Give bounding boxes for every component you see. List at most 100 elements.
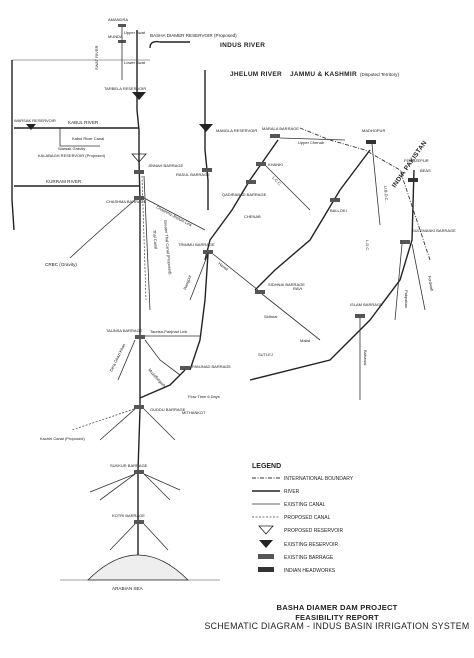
- thal-label: Thal Canal: [152, 230, 159, 250]
- munda-label: MUNDA: [108, 34, 123, 39]
- chashma-jhelum-label: Chashma-Jhelum Link: [156, 204, 193, 227]
- mangla-label: MANGLA RESERVOIR: [216, 128, 257, 133]
- report-title: FEASIBILITY REPORT: [295, 612, 379, 622]
- upper-swat-label: Upper Swat: [124, 30, 146, 35]
- swat-river-label: SWAT RIVER: [94, 46, 99, 70]
- title-block: BASHA DIAMER DAM PROJECT FEASIBILITY REP…: [200, 603, 474, 632]
- lcc-label: L.C.C.: [271, 175, 283, 187]
- mangla-reservoir-icon: [199, 124, 213, 132]
- islam-label: ISLAM BARRAGE: [350, 302, 383, 307]
- mithankot-label: MITHANKOT: [182, 410, 206, 415]
- legend-title: LEGEND: [252, 463, 281, 470]
- legend-label: EXISTING BARRAGE: [284, 555, 334, 561]
- balloki-barrage: [330, 198, 340, 202]
- marala-label: MARALA BARRAGE: [262, 126, 299, 131]
- sulemanki-barrage: [400, 240, 410, 244]
- mailsi-label: Mailsi: [300, 338, 310, 343]
- qadirabad-label: QADIRABAD BARRAGE: [222, 192, 267, 197]
- jinnah-label: JINNAH BARRAGE: [148, 163, 183, 168]
- guddu-barrage: [134, 405, 144, 409]
- indus-river: [11, 30, 190, 560]
- amandra-label: AMANDRA: [108, 17, 128, 22]
- legend-item-proposed-reservoir: PROPOSED RESERVOIR: [258, 525, 343, 535]
- barrage-icon: [258, 554, 274, 559]
- ferozepur-headworks: [408, 178, 418, 182]
- jammu-kashmir-label: JAMMU & KASHMIR: [290, 71, 357, 78]
- legend-item-canal: EXISTING CANAL: [252, 502, 326, 508]
- arabian-sea-shape: [87, 554, 189, 581]
- trimmu-barrage: [203, 250, 213, 254]
- greater-thal-label: Greater Thal Canal (Proposed): [163, 220, 173, 276]
- upper-chenab-label: Upper Chenab: [298, 140, 325, 145]
- legend-item-headworks: INDIAN HEADWORKS: [258, 567, 336, 574]
- kachhi-label: Kachhi Canal (Proposed): [40, 436, 85, 441]
- khanki-label: KHANKI: [268, 162, 283, 167]
- rangpur-label: Rangpur: [182, 274, 192, 291]
- kalabagh-reservoir-icon: [131, 153, 147, 163]
- balloki-label: BALLOKI: [330, 208, 347, 213]
- legend-item-existing-reservoir: EXISTING RESERVOIR: [259, 540, 338, 548]
- chenab-label: CHENAB: [244, 214, 261, 219]
- taunsa-barrage: [135, 335, 145, 339]
- islam-barrage: [355, 314, 365, 318]
- ldc-label: L.D.C.: [365, 240, 370, 251]
- trimmu-label: TRIMMU BARRAGE: [178, 242, 215, 247]
- amandra-barrage: [118, 24, 126, 27]
- madhopur-label: MADHOPUR: [362, 128, 385, 133]
- dera-ghazi-label: Dera Ghazi Khan: [108, 343, 126, 373]
- warsak-reservoir-icon: [26, 124, 36, 130]
- disputed-label: (Disputed Territory): [360, 72, 399, 77]
- rasul-barrage: [202, 168, 212, 172]
- legend-item-river: RIVER: [252, 489, 300, 495]
- legend-label: EXISTING RESERVOIR: [284, 542, 338, 548]
- crbc-label: CRBC (Gravity): [45, 262, 77, 267]
- tarbela-label: TARBELA RESERVOIR: [104, 86, 146, 91]
- chashma-barrage: [134, 196, 144, 200]
- legend-item-proposed-canal: PROPOSED CANAL: [252, 515, 331, 521]
- ferozepur-label: FEROZEPUR: [404, 158, 429, 163]
- taunsa-label: TAUNSA BARRAGE: [106, 328, 143, 333]
- bahawal-label: Bahawal: [363, 350, 368, 365]
- legend-label: PROPOSED RESERVOIR: [284, 528, 343, 534]
- legend-label: PROPOSED CANAL: [284, 515, 331, 521]
- legend-label: INDIAN HEADWORKS: [284, 568, 336, 574]
- jinnah-barrage: [134, 170, 144, 174]
- legend-item-border: INTERNATIONAL BOUNDARY: [252, 476, 354, 482]
- qadirabad-barrage: [246, 180, 256, 184]
- legend-item-barrage: EXISTING BARRAGE: [258, 554, 334, 561]
- warsak-gravity-label: Warsak Gravity: [58, 146, 85, 151]
- sidhnai-label: SIDHNAI BARRAGE: [268, 282, 305, 287]
- warsak-label: WARSAK RESERVOIR: [14, 118, 56, 123]
- fordwah-label: Fordwah: [427, 275, 435, 291]
- basha-label: BASHA DIAMER RESERVOIR (Proposed): [150, 33, 237, 38]
- muzaffargarh-label: Muzaffargarh: [147, 367, 166, 388]
- existing-reservoir-icon: [259, 540, 273, 548]
- sulemanki-label: SULEMANKI BARRAGE: [412, 228, 456, 233]
- diagram-title: SCHEMATIC DIAGRAM - INDUS BASIN IRRIGATI…: [204, 621, 470, 632]
- international-boundary: [299, 127, 431, 261]
- sukkur-barrage: [134, 470, 144, 474]
- legend: LEGEND INTERNATIONAL BOUNDARY RIVER EXIS…: [250, 460, 410, 580]
- ubdc-label: U.B.D.C.: [383, 186, 389, 202]
- flow-time-label: Flow Time 6 Days: [188, 394, 220, 399]
- madhopur-headworks: [366, 140, 376, 144]
- sutlej-label: SUTLEJ: [258, 352, 273, 357]
- guddu-label: GUDDU BARRAGE: [150, 407, 186, 412]
- khanki-barrage: [256, 162, 266, 166]
- haveli-label: Haveli: [217, 261, 229, 272]
- beas-label: BEAS: [420, 168, 431, 173]
- sukkur-label: SUKKUR BARRAGE: [110, 463, 148, 468]
- jhelum-river-label: JHELUM RIVER: [230, 71, 282, 78]
- chashma-label: CHASHMA BARRAGE: [106, 199, 147, 204]
- arabian-sea-label: ARABIAN SEA: [112, 586, 144, 591]
- tarbela-reservoir-icon: [132, 92, 146, 100]
- ravi-label: RAVI: [293, 286, 302, 291]
- kotri-barrage: [134, 520, 144, 524]
- lower-swat-label: Lower Swat: [124, 60, 146, 65]
- headworks-icon: [258, 567, 274, 572]
- sidhnai-canal-label: Sidhnai: [264, 314, 277, 319]
- legend-label: RIVER: [284, 489, 300, 495]
- indus-river-label: INDUS RIVER: [220, 42, 265, 49]
- project-title: BASHA DIAMER DAM PROJECT: [276, 603, 398, 612]
